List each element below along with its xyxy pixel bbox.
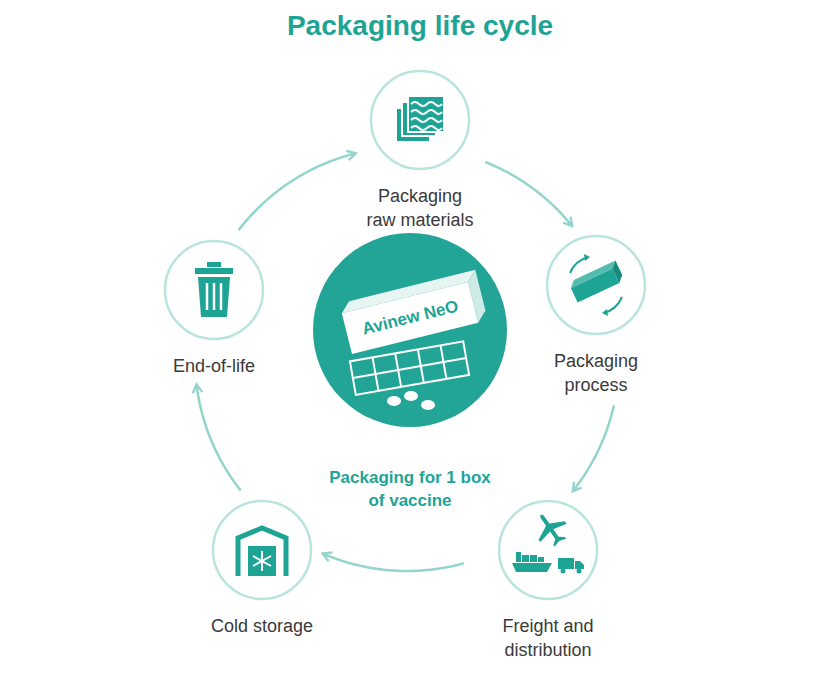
center-circle: Avinew NeOPackaging for 1 box of vaccine bbox=[300, 233, 520, 513]
stage-icon bbox=[368, 68, 472, 172]
cycle-arrow bbox=[239, 154, 355, 231]
stage-label: Packaging process bbox=[540, 349, 652, 398]
stage-label: Packaging raw materials bbox=[364, 184, 476, 233]
stage-label: Freight and distribution bbox=[473, 614, 623, 663]
vaccine-illustration bbox=[300, 233, 520, 433]
cycle-arrow bbox=[485, 162, 571, 225]
stage-circle: Packaging raw materials bbox=[362, 68, 478, 233]
stage-icon bbox=[162, 238, 266, 342]
center-caption: Packaging for 1 box of vaccine bbox=[321, 467, 499, 513]
cycle-arrow bbox=[573, 405, 613, 490]
stage-icon bbox=[496, 498, 600, 602]
stage-circle: Freight and distribution bbox=[471, 498, 625, 663]
stage-icon bbox=[210, 498, 314, 602]
cycle-arrow bbox=[197, 386, 241, 491]
stage-circle: Packaging process bbox=[538, 233, 654, 398]
stage-circle: End-of-life bbox=[160, 238, 268, 378]
stage-label: End-of-life bbox=[160, 354, 268, 378]
cycle-arrow bbox=[324, 554, 464, 571]
stage-circle: Cold storage bbox=[208, 498, 316, 638]
diagram-title: Packaging life cycle bbox=[0, 10, 840, 42]
stage-label: Cold storage bbox=[208, 614, 316, 638]
stage-icon bbox=[544, 233, 648, 337]
